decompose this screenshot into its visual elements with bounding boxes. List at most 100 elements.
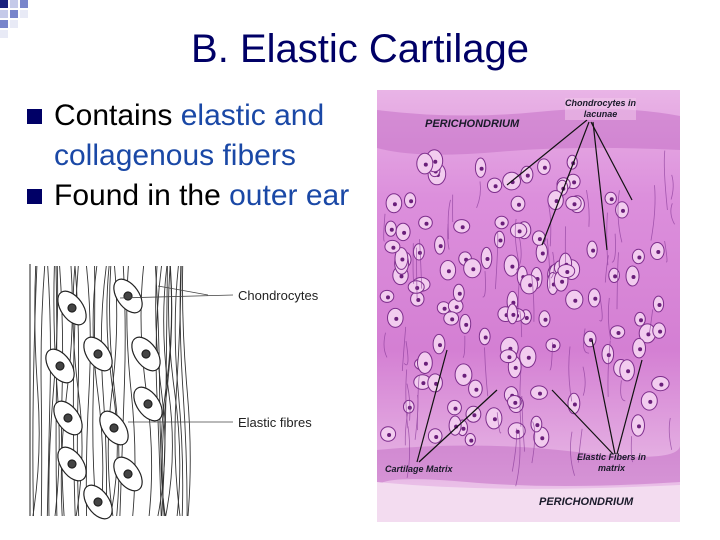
cell-nucleus	[389, 227, 394, 232]
slide-title: B. Elastic Cartilage	[191, 26, 529, 71]
cell-nucleus	[528, 283, 533, 288]
cell-nucleus	[464, 322, 469, 327]
elastic-fiber	[531, 274, 535, 322]
elastic-fiber	[577, 428, 583, 463]
cell-nucleus	[609, 197, 614, 202]
bullet-item-location: Found in the outer ear	[22, 176, 367, 216]
cell-nucleus	[513, 365, 518, 370]
elastic-fiber	[670, 203, 675, 225]
elastic-fiber	[405, 369, 409, 429]
elastic-fiber	[607, 297, 612, 340]
elastic-fiber	[447, 199, 451, 240]
cell-nucleus	[637, 424, 641, 429]
cell-nucleus	[526, 355, 531, 360]
elastic-fibers-label: Elastic Fibers in matrix	[577, 452, 646, 474]
cell-nucleus	[591, 248, 596, 253]
cell-nucleus	[479, 166, 484, 171]
cell-nucleus	[438, 244, 443, 249]
cell-nucleus	[656, 250, 661, 254]
elastic-fiber	[476, 181, 481, 209]
cell-nucleus	[648, 399, 653, 404]
cell-nucleus	[392, 202, 397, 207]
drawn-elastic-fibre	[168, 265, 181, 517]
histology-micrograph: PERICHONDRIUM Chondrocytes in lacunae Ca…	[377, 90, 680, 522]
cell-nucleus	[540, 251, 545, 256]
elastic-fiber	[630, 436, 634, 463]
drawn-elastic-fibre	[92, 265, 98, 517]
cell-nucleus	[510, 264, 515, 269]
cell-nucleus	[524, 316, 529, 320]
drawn-elastic-fibre	[107, 265, 118, 517]
drawn-elastic-fibre	[85, 265, 91, 517]
drawn-chondrocyte	[83, 336, 113, 372]
cell-nucleus	[485, 257, 490, 261]
elastic-fiber	[495, 231, 499, 290]
cell-nucleus	[572, 180, 577, 185]
drawn-elastic-fibre	[32, 265, 38, 517]
cell-nucleus	[453, 406, 458, 411]
cell-nucleus	[423, 162, 428, 167]
drawn-elastic-fibre	[92, 265, 104, 517]
drawn-elastic-fibre	[163, 265, 173, 517]
bullet-item-fibers: Contains elastic and collagenous fibers	[22, 96, 367, 176]
cell-nucleus	[469, 438, 474, 443]
elastic-fiber	[617, 190, 623, 243]
elastic-fiber	[611, 233, 616, 263]
cell-nucleus	[457, 291, 462, 296]
elastic-fiber	[416, 247, 418, 299]
square-bullet-icon	[27, 189, 42, 204]
elastic-fiber	[663, 150, 668, 211]
cell-nucleus	[565, 270, 570, 274]
drawn-elastic-fibre	[55, 265, 58, 517]
cell-nucleus	[535, 423, 540, 428]
cell-nucleus	[613, 274, 618, 279]
cell-nucleus	[423, 361, 428, 366]
drawn-chondrocyte	[57, 290, 87, 326]
cell-nucleus	[386, 295, 390, 300]
cell-nucleus	[454, 305, 459, 310]
elastic-fiber	[519, 367, 522, 427]
cell-nucleus	[409, 199, 414, 204]
drawn-elastic-fibre	[174, 265, 182, 517]
elastic-fibres-label: Elastic fibres	[238, 415, 312, 430]
cell-nucleus	[659, 382, 664, 387]
elastic-fiber	[546, 238, 551, 289]
elastic-fiber	[511, 428, 518, 472]
drawn-elastic-fibre	[46, 265, 51, 517]
elastic-fiber	[412, 243, 415, 284]
elastic-fiber	[549, 342, 553, 371]
cell-nucleus	[537, 237, 542, 242]
elastic-fiber	[586, 190, 590, 227]
cell-nucleus	[572, 402, 577, 407]
bullet-list: Contains elastic and collagenous fibers …	[22, 96, 367, 216]
cell-nucleus	[461, 426, 466, 431]
drawn-chondrocyte	[83, 484, 113, 520]
cell-nucleus	[462, 373, 467, 378]
elastic-fiber	[620, 380, 626, 402]
cell-nucleus	[442, 306, 447, 311]
cell-nucleus	[658, 329, 663, 334]
drawn-chondrocyte	[99, 410, 129, 446]
elastic-fiber	[484, 347, 489, 397]
square-bullet-icon	[27, 109, 42, 124]
bullet-text: Contains	[54, 99, 181, 132]
elastic-fiber	[383, 332, 388, 358]
cell-nucleus	[525, 173, 530, 178]
drawn-elastic-fibre	[53, 265, 60, 517]
elastic-fiber	[383, 213, 386, 242]
cell-nucleus	[552, 344, 556, 349]
elastic-fiber	[419, 239, 423, 289]
cell-nucleus	[474, 387, 479, 392]
elastic-fiber	[531, 421, 536, 464]
elastic-fiber	[670, 174, 674, 200]
cell-nucleus	[593, 296, 598, 301]
cell-nucleus	[399, 274, 404, 279]
elastic-fiber	[582, 366, 586, 396]
bullet-accent-text: elastic and collagenous fibers	[54, 99, 325, 172]
corner-decoration	[0, 0, 28, 38]
elastic-fiber	[403, 341, 409, 366]
drawn-elastic-fibre	[100, 265, 108, 517]
cell-nucleus	[513, 400, 518, 405]
elastic-fiber	[462, 335, 466, 358]
cell-nucleus	[517, 202, 521, 207]
